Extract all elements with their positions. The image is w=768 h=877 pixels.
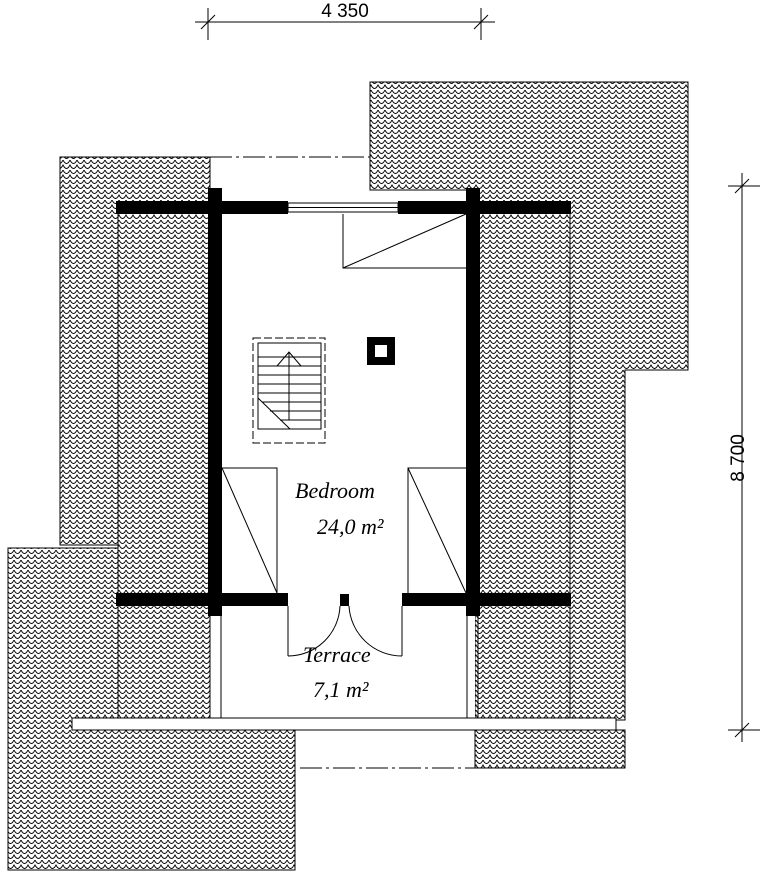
wall-right (466, 188, 480, 616)
wardrobe-left (221, 467, 278, 594)
staircase-icon (252, 337, 326, 444)
width-dimension (195, 8, 495, 40)
walls (116, 188, 571, 616)
wall-top-left (116, 201, 288, 214)
wall-left (208, 188, 222, 616)
width-dimension-label: 4 350 (321, 1, 369, 22)
height-dimension (728, 173, 760, 742)
roof-bottom-right (474, 729, 626, 769)
wardrobe-top (342, 213, 467, 269)
wardrobe-right (407, 467, 467, 594)
terrace-name: Terrace (303, 642, 371, 667)
terrace-deck-edge (71, 717, 617, 731)
roof-right (369, 81, 689, 721)
wall-bottom-left (116, 593, 288, 606)
chimney-icon (367, 337, 395, 365)
bedroom-area: 24,0 m² (317, 514, 384, 539)
height-dimension-label: 8 700 (728, 434, 749, 482)
roof-tiles (7, 81, 689, 871)
terrace-area: 7,1 m² (313, 677, 369, 702)
room-labels: Bedroom 24,0 m² Terrace 7,1 m² (295, 478, 384, 702)
door-post (340, 594, 349, 606)
bedroom-name: Bedroom (295, 478, 375, 503)
roof-axis-lines (210, 156, 475, 769)
wall-bottom-right (402, 593, 571, 606)
window (287, 202, 399, 213)
terrace-doors (287, 605, 403, 657)
wall-top-right (398, 201, 571, 214)
